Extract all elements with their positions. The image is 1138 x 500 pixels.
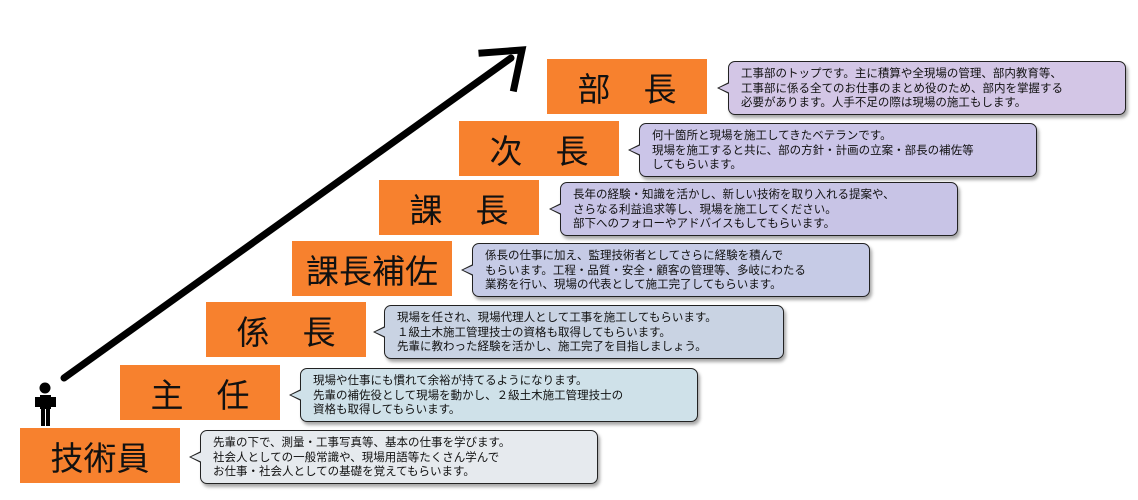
description-line: 工事部に係る全てのお仕事のまとめ役のため、部内を掌握する — [741, 80, 1063, 95]
description-line: お仕事・社会人としての基礎を覚えてもらいます。 — [213, 464, 475, 478]
step-subsection-chief: 係 長 — [206, 302, 366, 357]
description-line: 業務を行い、現場の代表として施工完了してもらいます。 — [485, 277, 782, 291]
description-line: 工事部のトップです。主に積算や全現場の管理、部内教育等、 — [741, 66, 1062, 80]
description-line: 何十箇所と現場を施工してきたベテランです。 — [652, 128, 892, 142]
description-line: １級土木施工管理技士の資格も取得してもらいます。 — [397, 324, 671, 339]
description-line: 現場や仕事にも慣れて余裕が持てるようになります。 — [313, 373, 588, 387]
description-line: 先輩の補佐役として現場を動かし、２級土木施工管理技士の — [313, 387, 624, 402]
step-department-manager: 部 長 — [547, 59, 707, 114]
step-title: 部 長 — [577, 69, 677, 109]
description-bubble-chief: 現場や仕事にも慣れて余裕が持てるようになります。 先輩の補佐役として現場を動かし… — [289, 368, 698, 422]
description-bubble-engineer: 先輩の下で、測量・工事写真等、基本の仕事を学びます。 社会人としての一般常識や、… — [189, 430, 598, 484]
step-assistant-section-chief: 課長補佐 — [292, 241, 452, 296]
description-line: 部下へのフォローやアドバイスもしてもらいます。 — [573, 216, 836, 230]
description-line: 資格も取得してもらいます。 — [313, 402, 461, 416]
description-line: 長年の経験・知識を活かし、新しい技術を取り入れる提案や、 — [573, 187, 895, 201]
step-section-chief: 課 長 — [379, 180, 539, 235]
step-chief: 主 任 — [120, 365, 280, 420]
step-engineer: 技術員 — [20, 428, 180, 483]
description-bubble-assistant-section-chief: 係長の仕事に加え、監理技術者としてさらに経験を積んで もらいます。工程・品質・安… — [461, 243, 870, 297]
description-line: してもらいます。 — [652, 157, 742, 171]
step-title: 主 任 — [150, 375, 250, 415]
step-title: 課長補佐 — [306, 251, 438, 291]
description-line: 社会人としての一般常識や、現場用語等たくさん学んで — [213, 449, 500, 464]
description-bubble-subsection-chief: 現場を任され、現場代理人として工事を施工してもらいます。 １級土木施工管理技士の… — [373, 305, 784, 359]
step-deputy-manager: 次 長 — [459, 121, 619, 176]
description-bubble-section-chief: 長年の経験・知識を活かし、新しい技術を取り入れる提案や、 さらなる利益追求等し、… — [549, 182, 958, 236]
step-title: 次 長 — [489, 131, 589, 171]
description-line: 現場を施工すると共に、部の方針・計画の立案・部長の補佐等 — [652, 142, 974, 157]
step-title: 技術員 — [50, 438, 150, 478]
description-line: 係長の仕事に加え、監理技術者としてさらに経験を積んで — [485, 248, 784, 262]
description-line: 現場を任され、現場代理人として工事を施工してもらいます。 — [397, 310, 717, 324]
description-line: さらなる利益追求等し、現場を施工してください。 — [573, 201, 837, 216]
description-line: もらいます。工程・品質・安全・顧客の管理等、多岐にわたる — [485, 262, 806, 277]
description-line: 先輩の下で、測量・工事写真等、基本の仕事を学びます。 — [213, 435, 511, 449]
step-title: 係 長 — [236, 312, 336, 352]
description-bubble-department-manager: 工事部のトップです。主に積算や全現場の管理、部内教育等、 工事部に係る全てのお仕… — [717, 61, 1126, 115]
description-line: 先輩に教わった経験を活かし、施工完了を目指しましょう。 — [397, 339, 707, 353]
description-line: 必要があります。人手不足の際は現場の施工もします。 — [741, 95, 1027, 109]
person-icon — [35, 382, 56, 426]
step-title: 課 長 — [409, 190, 509, 230]
description-bubble-deputy-manager: 何十箇所と現場を施工してきたベテランです。 現場を施工すると共に、部の方針・計画… — [628, 123, 1037, 177]
